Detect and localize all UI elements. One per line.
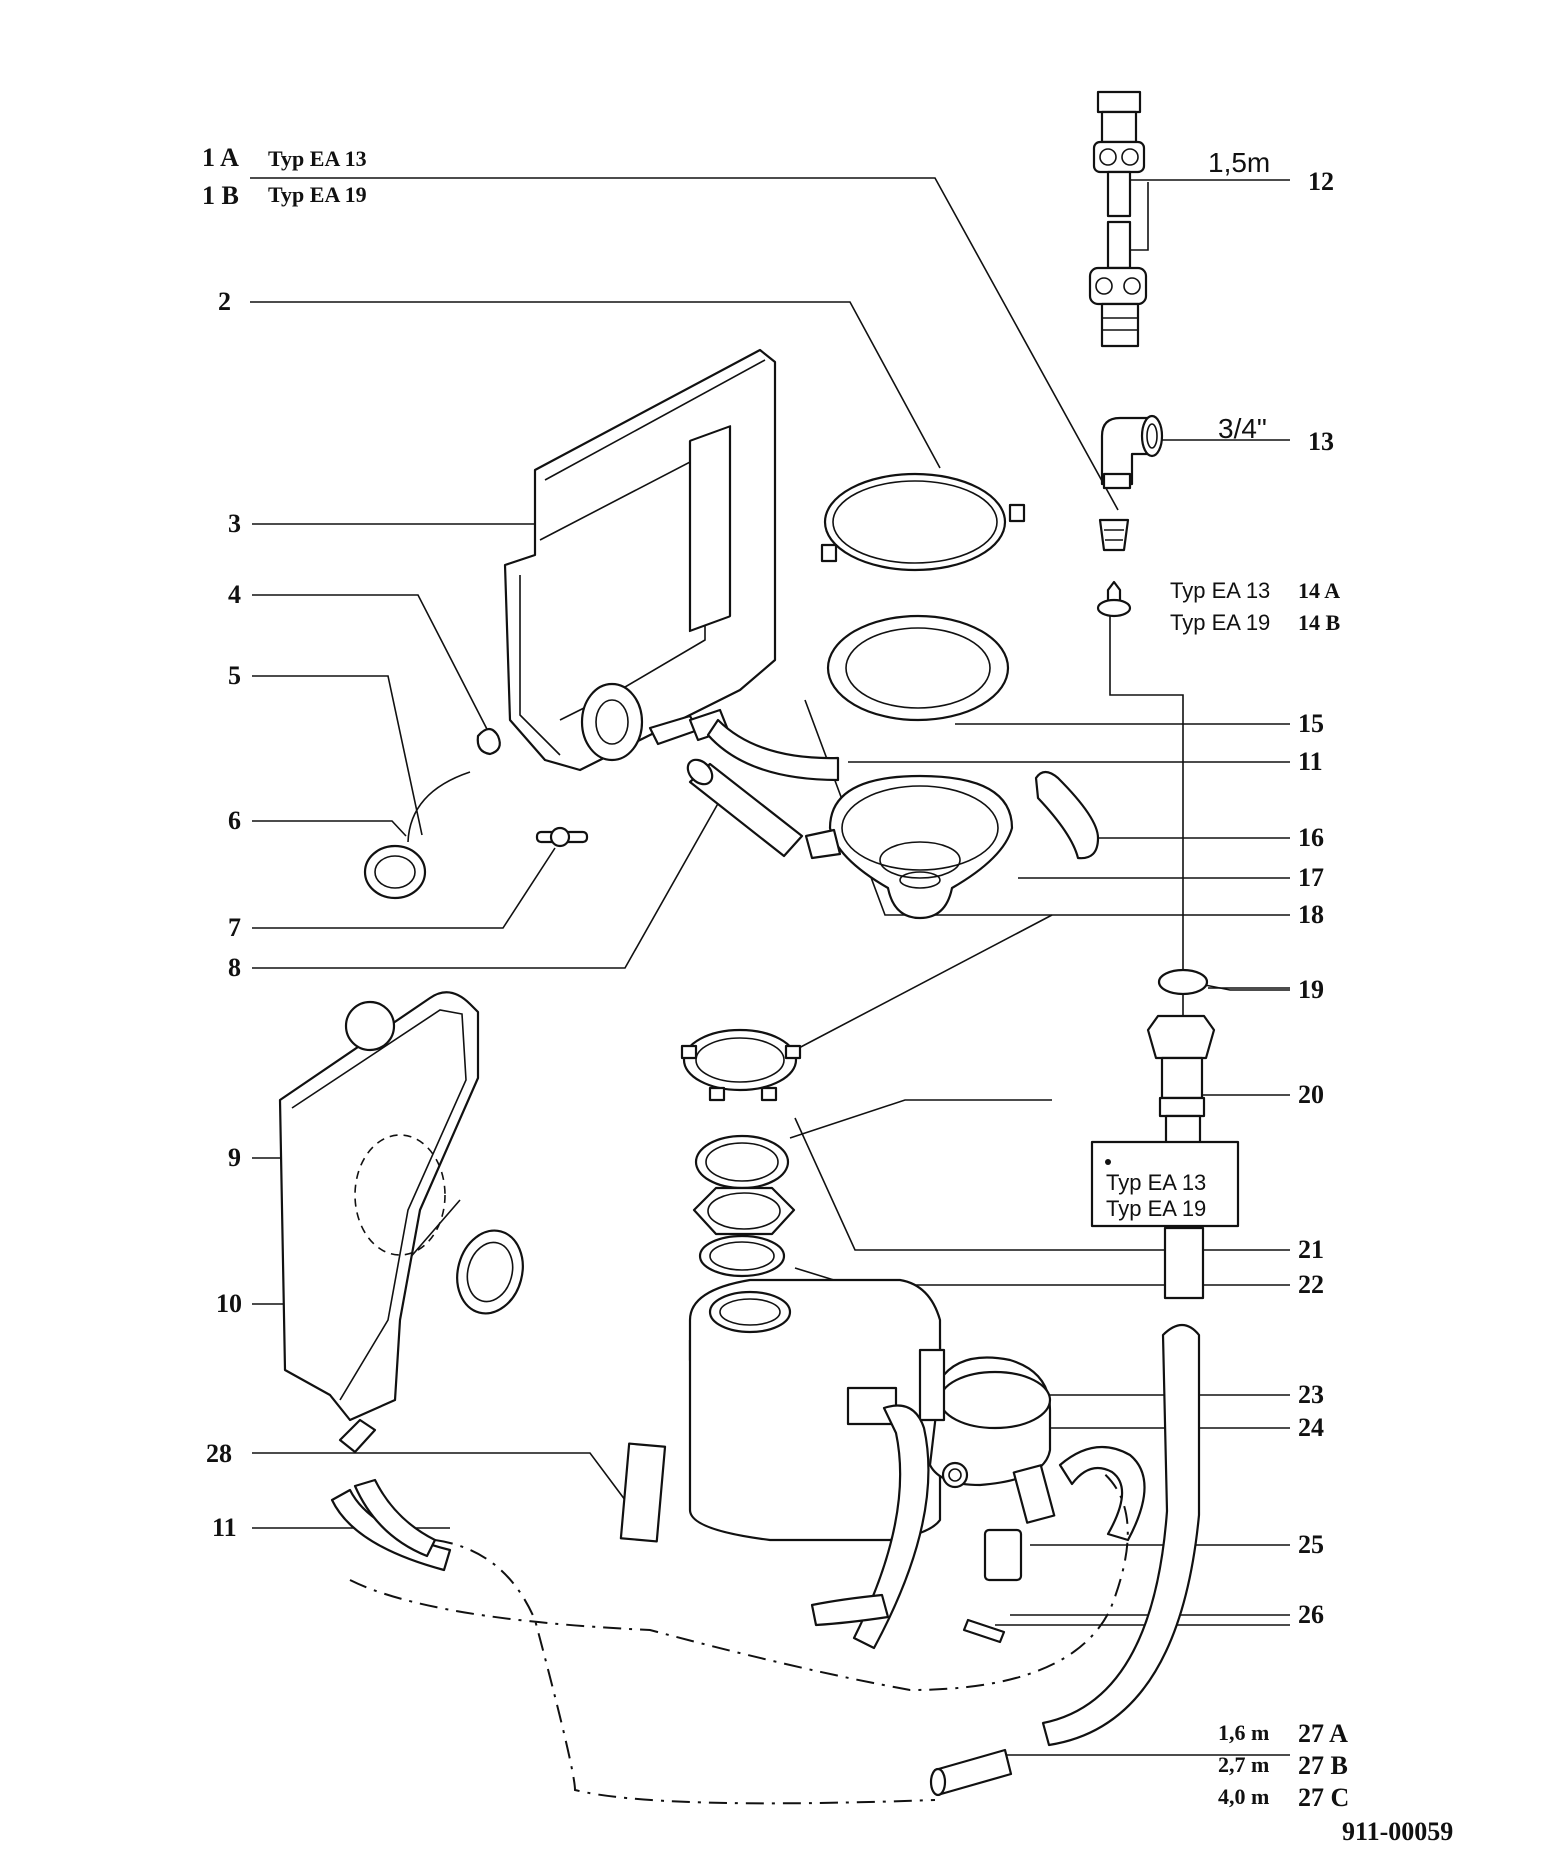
o-ring-19 — [1157, 968, 1209, 996]
label-23: 23 — [1298, 1380, 1324, 1409]
box-text-line2: Typ EA 19 — [1106, 1196, 1206, 1221]
water-inlet-hose-12 — [1088, 90, 1149, 348]
label-16: 16 — [1298, 823, 1324, 852]
rings-20-21-22 — [692, 1134, 796, 1278]
gasket-10 — [456, 1229, 524, 1315]
label-12: 12 — [1308, 167, 1334, 196]
label-19: 19 — [1298, 975, 1324, 1004]
label-10: 10 — [216, 1289, 242, 1318]
valve-box — [1090, 1140, 1240, 1228]
label-2: 2 — [218, 287, 231, 316]
part-labels: 1 A Typ EA 13 1 B Typ EA 19 2 3 4 5 6 7 … — [202, 143, 1453, 1846]
hose-16 — [1034, 770, 1100, 860]
label-1b-type: Typ EA 19 — [268, 182, 367, 207]
collar-18 — [680, 1028, 802, 1102]
label-4: 4 — [228, 580, 241, 609]
label-1a-type: Typ EA 13 — [268, 146, 367, 171]
label-7: 7 — [228, 913, 241, 942]
drawing-number: 911-00059 — [1342, 1817, 1453, 1846]
elbow-fitting-13 — [1100, 414, 1164, 490]
ring-15 — [826, 614, 1010, 722]
label-3: 3 — [228, 509, 241, 538]
label-12-length: 1,5m — [1208, 147, 1270, 178]
label-14a-type: Typ EA 13 — [1170, 578, 1270, 603]
label-11-left: 11 — [212, 1513, 237, 1542]
label-20: 20 — [1298, 1080, 1324, 1109]
label-8: 8 — [228, 953, 241, 982]
label-27b: 27 B — [1298, 1751, 1348, 1780]
label-17: 17 — [1298, 863, 1324, 892]
frame-part-3 — [503, 348, 777, 772]
hose-routing-dashed — [349, 1469, 1129, 1805]
label-1a: 1 A — [202, 143, 239, 172]
label-13: 13 — [1308, 427, 1334, 456]
label-27c: 27 C — [1298, 1783, 1349, 1812]
label-27c-length: 4,0 m — [1218, 1784, 1269, 1809]
label-25: 25 — [1298, 1530, 1324, 1559]
label-5: 5 — [228, 661, 241, 690]
leader-lines — [250, 177, 1290, 1756]
label-21: 21 — [1298, 1235, 1324, 1264]
label-6: 6 — [228, 806, 241, 835]
hose-11-upper — [706, 718, 840, 782]
label-27b-length: 2,7 m — [1218, 1752, 1269, 1777]
small-parts-4-5-6-7 — [363, 727, 589, 900]
small-parts-24-25-26-28 — [619, 1442, 1056, 1644]
funnel-17 — [804, 774, 1014, 920]
filter-14 — [1096, 518, 1132, 618]
label-26: 26 — [1298, 1600, 1324, 1629]
inlet-valve-assembly — [1090, 1014, 1240, 1228]
label-14b: 14 B — [1298, 610, 1341, 635]
cover-panel-9 — [278, 991, 480, 1454]
label-27a: 27 A — [1298, 1719, 1348, 1748]
label-1b: 1 B — [202, 181, 239, 210]
label-13-size: 3/4" — [1218, 413, 1267, 444]
label-15: 15 — [1298, 709, 1324, 738]
label-14a: 14 A — [1298, 578, 1340, 603]
label-11-right: 11 — [1298, 747, 1323, 776]
hose-lines — [330, 1404, 1146, 1650]
label-18: 18 — [1298, 900, 1324, 929]
tube-8 — [686, 758, 804, 858]
label-22: 22 — [1298, 1270, 1324, 1299]
label-28: 28 — [206, 1439, 232, 1468]
label-9: 9 — [228, 1143, 241, 1172]
box-text-line1: Typ EA 13 — [1106, 1170, 1206, 1195]
label-14b-type: Typ EA 19 — [1170, 610, 1270, 635]
tank-housing-23 — [688, 1278, 1052, 1542]
drain-hose-27 — [929, 1226, 1205, 1797]
ring-2 — [820, 472, 1026, 572]
label-27a-length: 1,6 m — [1218, 1720, 1269, 1745]
label-24: 24 — [1298, 1413, 1324, 1442]
